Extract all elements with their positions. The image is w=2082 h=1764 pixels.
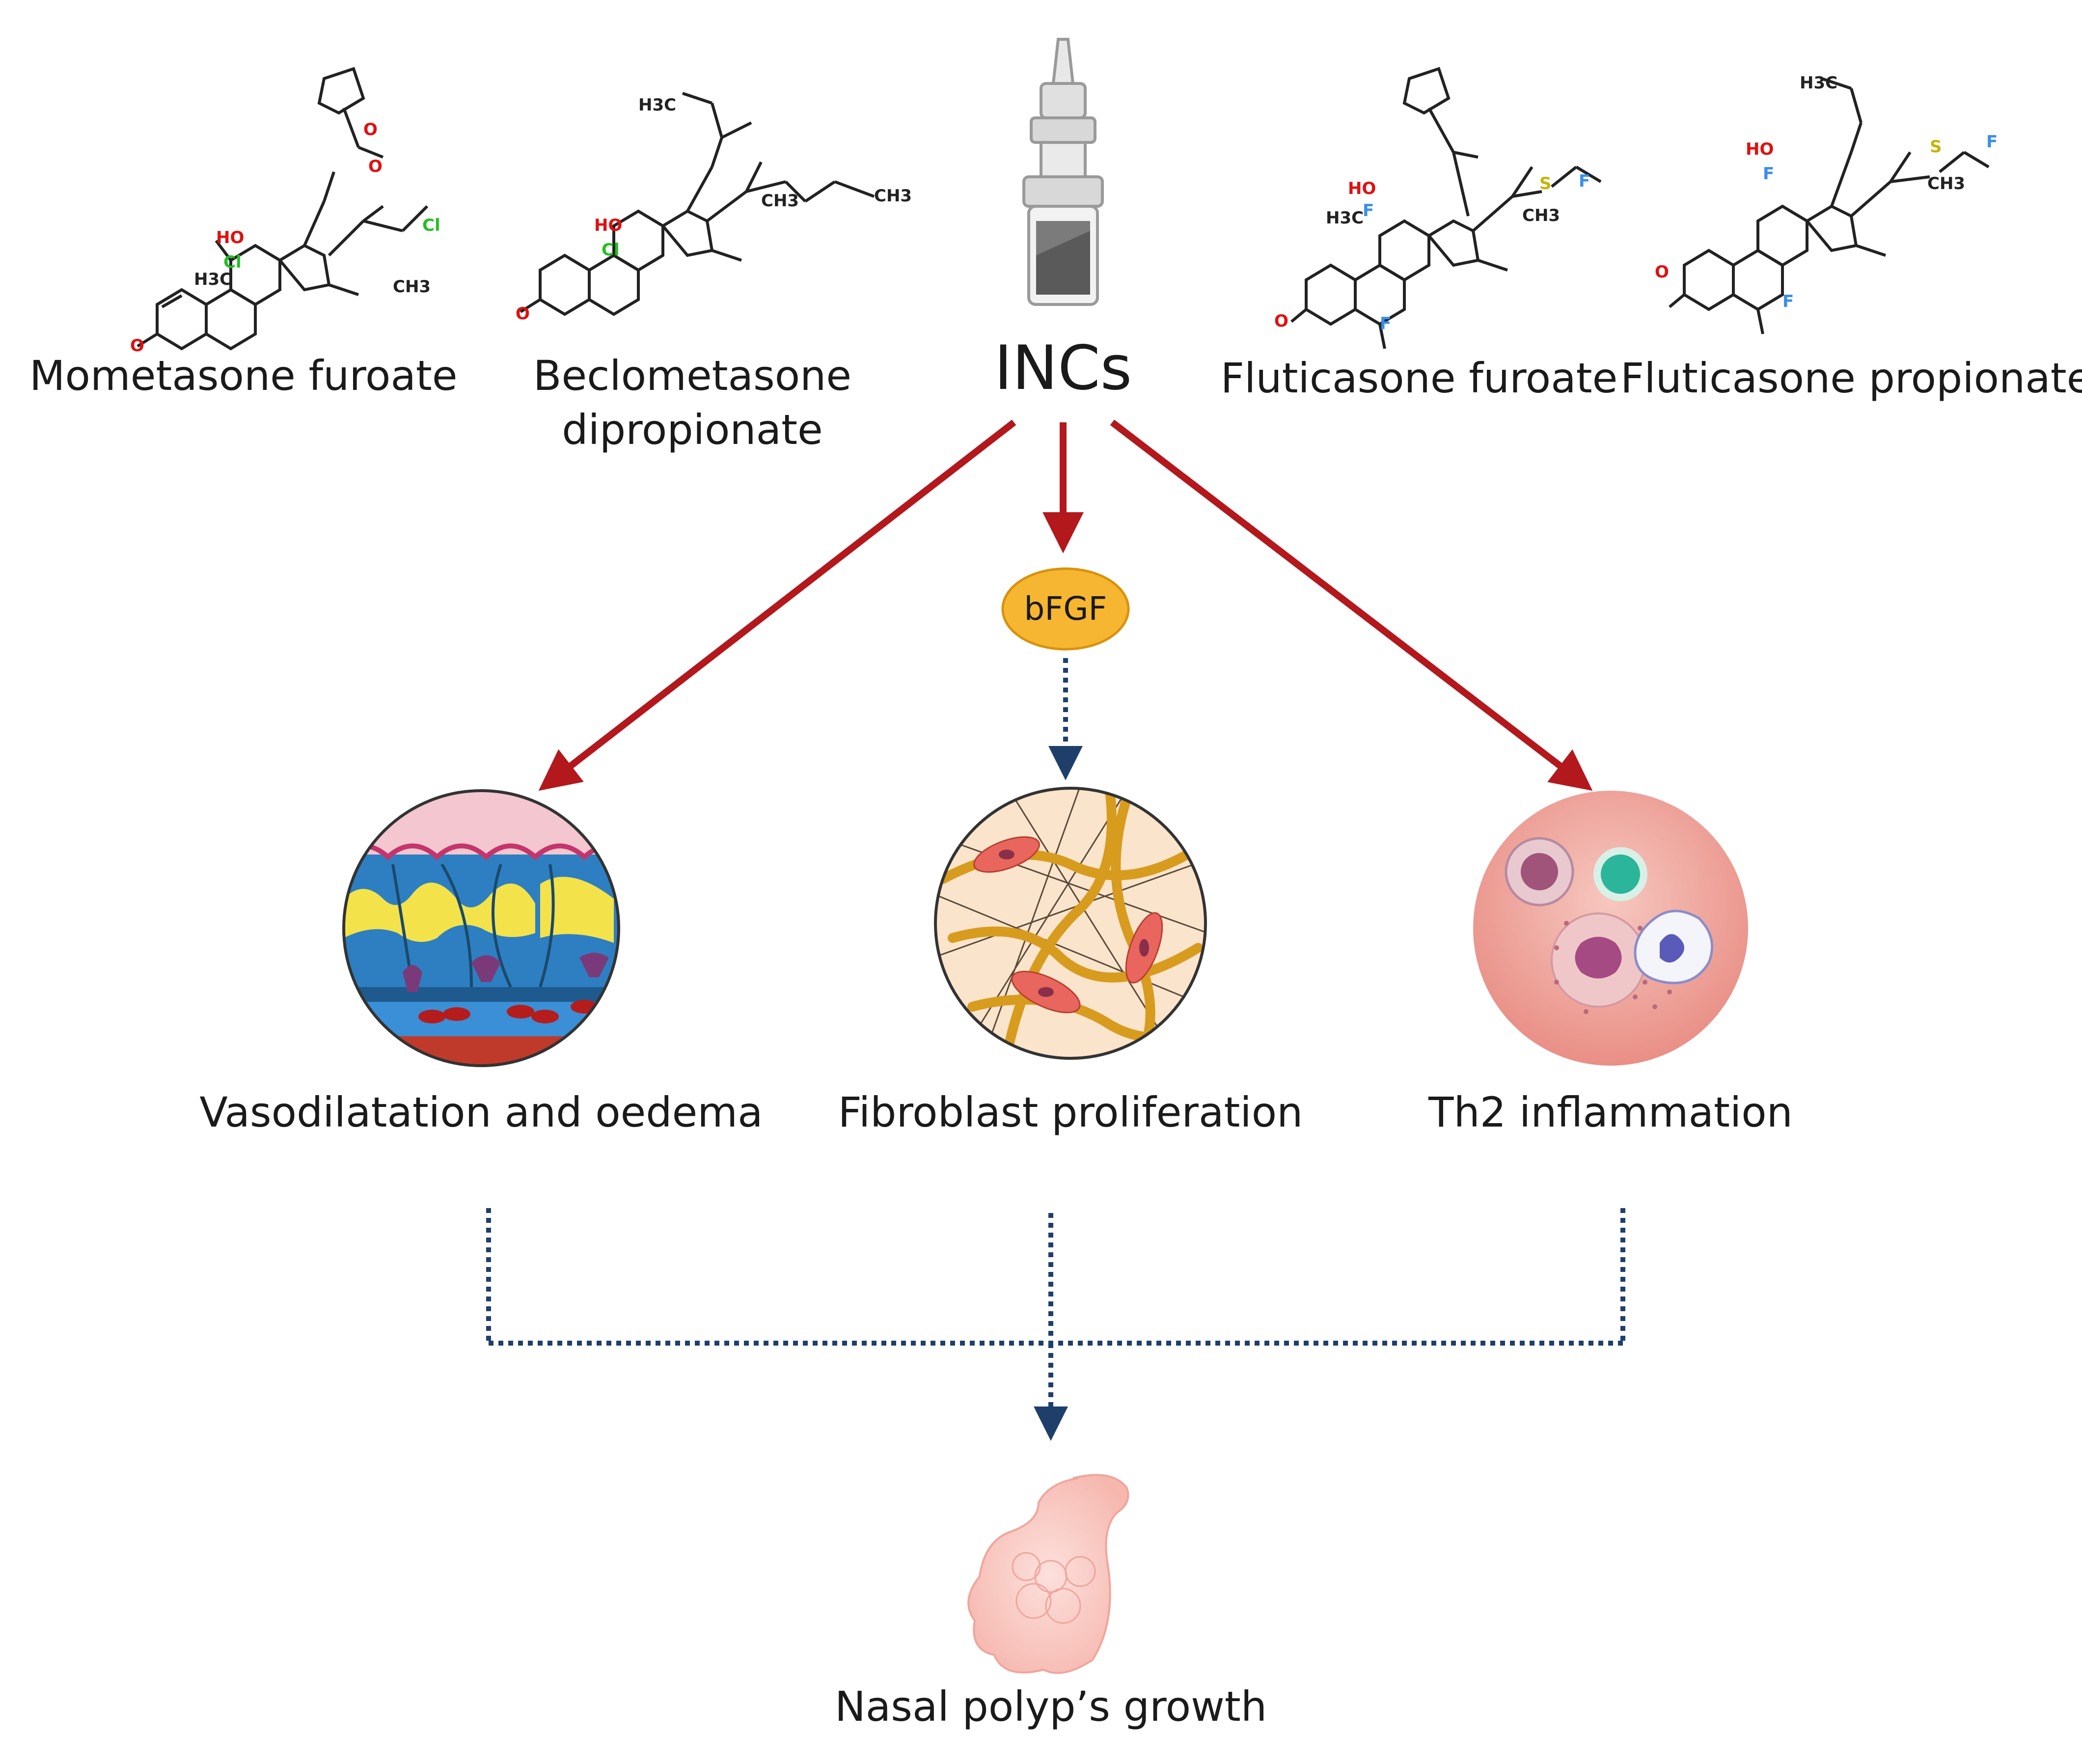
fluticasone-furoate-structure [1290, 67, 1602, 349]
mometasone-ch3-label: CH3 [393, 277, 431, 297]
drug-label-fluticasone-furoate: Fluticasone furoate [1220, 354, 1618, 402]
vasodilatation-frame [342, 789, 620, 1067]
fluticasone-furoate-f-label: F [1363, 201, 1374, 220]
drug-label-fluticasone-propionate: Fluticasone propionate [1620, 354, 2082, 402]
mometasone-structure [137, 67, 429, 351]
fluticasone-propionate-structure [1669, 77, 1990, 334]
fluticasone-propionate-o-label: O [1655, 262, 1669, 282]
beclometasone-h3c-label: H3C [638, 95, 676, 115]
beclometasone-ch3-label: CH3 [874, 186, 912, 206]
fibroblast-illustration [935, 788, 1205, 1058]
mometasone-o3-label: O [368, 157, 383, 176]
fibroblast-frame [934, 787, 1207, 1060]
beclometasone-ch3b-label: CH3 [761, 191, 799, 211]
fluticasone-furoate-s-label: S [1539, 174, 1552, 193]
fluticasone-furoate-ch3-label: CH3 [1522, 206, 1560, 225]
fluticasone-furoate-ho-label: HO [1348, 179, 1376, 198]
fluticasone-propionate-f-label: F [1763, 164, 1774, 184]
fluticasone-propionate-s-label: S [1930, 137, 1942, 157]
fluticasone-furoate-f3-label: F [1579, 171, 1590, 191]
fluticasone-propionate-h3c-label: H3C [1800, 73, 1837, 93]
beclometasone-o-label: O [516, 304, 530, 324]
effect-label-th2: Th2 inflammation [1428, 1088, 1793, 1136]
drug-label-mometasone: Mometasone furoate [29, 352, 458, 400]
nasal-polyp-icon [967, 1474, 1129, 1674]
beclometasone-cl-label: Cl [602, 240, 620, 260]
bfgf-node [1001, 567, 1130, 651]
beclometasone-structure [520, 92, 875, 316]
drug-label-beclometasone: Beclometasone dipropionate [533, 352, 852, 454]
mometasone-h3c-label: H3C [194, 270, 232, 289]
mometasone-cl-label: Cl [223, 252, 242, 272]
fluticasone-furoate-o-label: O [1274, 311, 1288, 331]
fluticasone-propionate-f3-label: F [1986, 132, 1998, 152]
arrow-to-vasodilatation [538, 419, 1016, 791]
inc-arrows [538, 419, 1593, 791]
bfgf-label: bFGF [1024, 590, 1107, 628]
effect-label-vasodilatation: Vasodilatation and oedema [199, 1088, 763, 1136]
mometasone-ho-label: HO [216, 228, 244, 248]
beclometasone-ho-label: HO [594, 216, 622, 235]
convergence-connector [486, 1208, 1625, 1441]
inc-title: INCs [994, 333, 1132, 404]
th2-illustration [1473, 791, 1748, 1066]
fluticasone-propionate-f2-label: F [1782, 292, 1794, 311]
arrow-to-th2 [1110, 419, 1593, 791]
fluticasone-furoate-f2-label: F [1380, 314, 1391, 333]
vasodilatation-illustration [344, 791, 619, 1066]
fluticasone-furoate-h3c-label: H3C [1326, 208, 1364, 228]
fluticasone-propionate-ho-label: HO [1746, 139, 1774, 159]
effect-label-fibroblast: Fibroblast proliferation [838, 1088, 1303, 1136]
mometasone-oxygen-label: O [130, 336, 144, 356]
mometasone-o2-label: O [363, 120, 378, 139]
mometasone-cl2-label: Cl [422, 216, 440, 235]
nasal-spray-icon [1022, 38, 1104, 306]
outcome-label: Nasal polyp’s growth [834, 1682, 1267, 1731]
fluticasone-propionate-ch3-label: CH3 [1927, 174, 1965, 193]
